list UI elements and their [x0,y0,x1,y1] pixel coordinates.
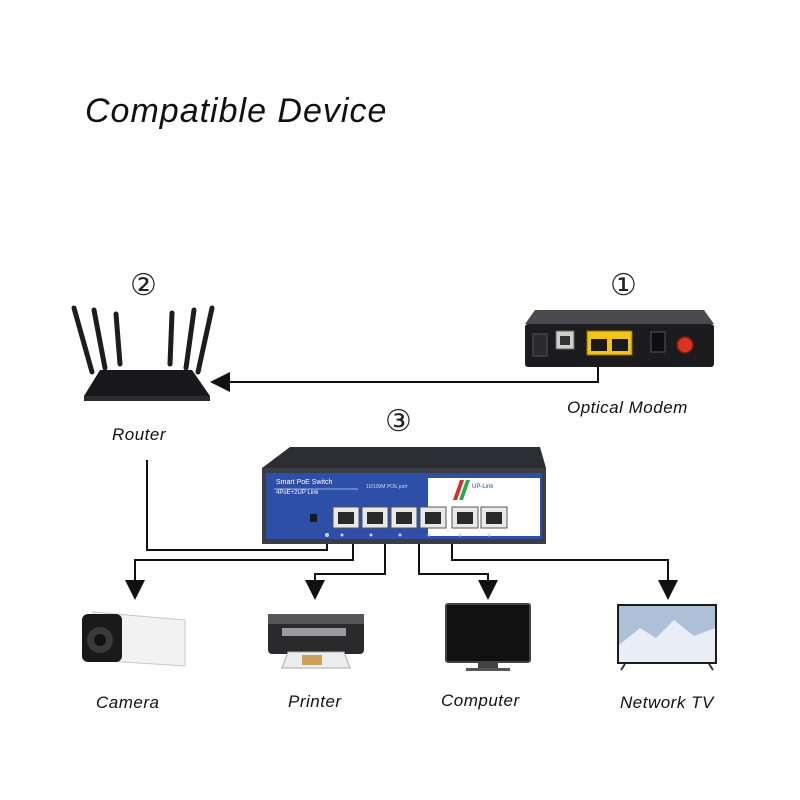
switch-brand-line1: Smart PoE Switch [276,479,333,486]
camera-label: Camera [96,693,160,712]
router-label: Router [112,425,167,444]
modem-yellow-ports [586,330,633,356]
printer-label: Printer [288,692,342,711]
switch-to-camera-line [125,541,354,600]
switch-to-tv-line [451,541,678,600]
router-number-marker: ② [130,268,157,303]
modem-number-marker: ① [610,268,637,303]
switch-to-computer-line [418,541,498,600]
switch-to-printer-line [305,541,386,600]
network-tv-label: Network TV [620,693,714,712]
modem-to-router-line [210,367,599,392]
modem-label: Optical Modem [567,398,688,417]
switch-ethernet-ports [332,506,508,529]
switch-uplink-label: UP-Link [472,484,494,490]
switch-poe-port-label: 10/100M POE port [366,484,408,490]
switch-brand-line2: 4PoE+2UP Link [276,490,319,496]
switch-number-marker: ③ [385,404,412,439]
page-title: Compatible Device [85,92,388,130]
computer-label: Computer [441,691,520,710]
